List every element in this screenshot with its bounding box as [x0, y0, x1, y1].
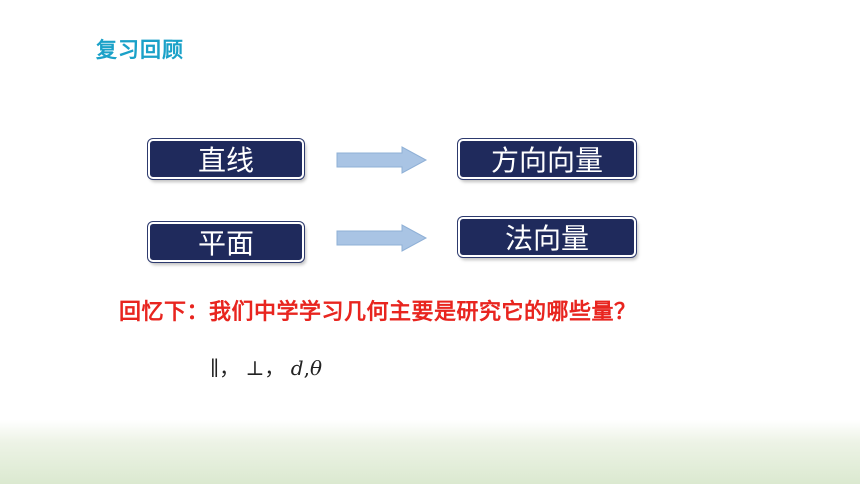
parallel-symbol: ∥	[210, 356, 220, 380]
bottom-decoration-band	[0, 420, 860, 484]
box-line-label: 直线	[197, 144, 254, 177]
perpendicular-symbol: ⊥	[245, 356, 265, 380]
box-direction-vector: 方向向量	[458, 139, 636, 179]
comma: ,	[303, 356, 310, 380]
separator: ，	[219, 356, 240, 380]
distance-symbol: d	[290, 356, 304, 380]
section-title: 复习回顾	[96, 38, 184, 62]
box-plane-label: 平面	[197, 227, 254, 260]
right-arrow-icon	[336, 224, 428, 252]
box-plane: 平面	[148, 222, 304, 262]
symbols-line: ∥， ⊥， d,θ	[210, 352, 322, 381]
box-normal-vector-label: 法向量	[504, 222, 589, 255]
box-direction-vector-label: 方向向量	[490, 144, 603, 177]
box-line: 直线	[148, 139, 304, 179]
angle-symbol: θ	[309, 356, 322, 380]
box-normal-vector: 法向量	[458, 217, 636, 257]
separator: ，	[264, 356, 285, 380]
right-arrow-icon	[336, 146, 428, 174]
question-text: 回忆下：我们中学学习几何主要是研究它的哪些量？	[119, 300, 637, 325]
